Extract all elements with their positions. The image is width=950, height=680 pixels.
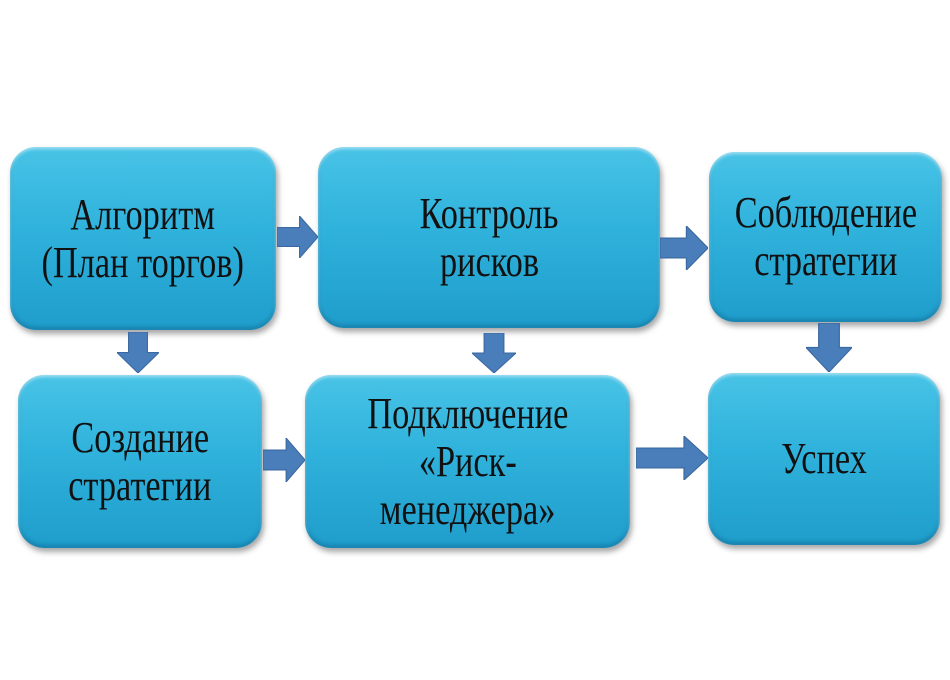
- node-label: Создание: [71, 412, 209, 462]
- node-label: Подключение: [366, 388, 569, 438]
- arrow-down-icon: [472, 333, 516, 373]
- node-label: менеджера»: [379, 484, 556, 534]
- node-success: Успех: [708, 373, 940, 545]
- node-label: Алгоритм: [70, 189, 216, 239]
- arrow-down-icon: [117, 332, 159, 373]
- node-label: рисков: [439, 236, 539, 286]
- node-risk-control: Контроль рисков: [318, 147, 660, 328]
- node-label: стратегии: [753, 236, 898, 285]
- node-label: Контроль: [419, 188, 559, 238]
- node-label: Соблюдение: [734, 188, 917, 237]
- arrow-down-icon: [806, 323, 852, 372]
- arrow-right-icon: [636, 436, 708, 480]
- node-strategy-compliance: Соблюдение стратегии: [709, 152, 942, 322]
- arrow-right-icon: [263, 438, 305, 482]
- node-label: Успех: [781, 434, 867, 483]
- node-risk-manager: Подключение «Риск- менеджера»: [305, 375, 630, 548]
- node-label: «Риск-: [418, 436, 517, 486]
- node-algorithm: Алгоритм (План торгов): [10, 147, 276, 330]
- node-label: (План торгов): [41, 237, 245, 287]
- arrow-right-icon: [277, 216, 318, 258]
- arrow-right-icon: [660, 226, 708, 270]
- node-label: стратегии: [68, 460, 212, 510]
- node-strategy-creation: Создание стратегии: [18, 375, 262, 548]
